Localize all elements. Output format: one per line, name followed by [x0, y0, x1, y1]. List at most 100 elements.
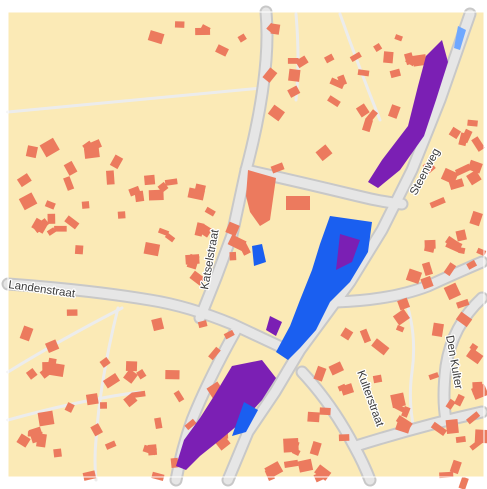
building — [338, 434, 350, 442]
building — [383, 51, 394, 64]
building — [64, 402, 75, 413]
building — [39, 137, 60, 158]
building — [223, 329, 235, 340]
building — [237, 33, 247, 43]
building — [315, 144, 333, 162]
building — [372, 374, 383, 384]
flood-patch — [266, 316, 282, 336]
building — [287, 85, 301, 98]
building — [329, 77, 345, 90]
building — [66, 309, 78, 316]
building — [373, 42, 383, 53]
building — [392, 308, 410, 326]
building — [142, 444, 157, 456]
building — [44, 200, 56, 210]
building — [157, 227, 170, 237]
building — [443, 282, 461, 301]
road-southeast — [351, 407, 487, 451]
building — [286, 196, 310, 210]
building — [349, 51, 362, 63]
building — [449, 459, 462, 475]
building — [151, 471, 165, 481]
building — [16, 433, 31, 448]
building — [431, 322, 444, 337]
building — [25, 367, 38, 380]
building — [359, 328, 372, 344]
road-landenstraat — [3, 279, 301, 359]
building — [445, 237, 463, 253]
building — [420, 275, 434, 290]
building — [422, 160, 436, 174]
building — [401, 406, 411, 418]
building — [164, 232, 176, 243]
flood-overlay — [176, 26, 466, 470]
map-border — [7, 11, 485, 478]
building — [143, 174, 156, 186]
building — [458, 476, 469, 489]
building — [387, 104, 401, 119]
building — [361, 118, 374, 133]
building — [45, 339, 60, 353]
building — [313, 365, 327, 382]
building — [64, 215, 80, 230]
building — [37, 410, 55, 427]
building — [189, 270, 206, 286]
building — [99, 402, 108, 409]
building — [123, 392, 138, 408]
building — [469, 343, 479, 352]
building — [215, 44, 229, 57]
building — [430, 421, 448, 437]
building — [453, 393, 465, 407]
building — [455, 311, 473, 328]
building — [466, 259, 478, 270]
building — [340, 327, 354, 341]
flood-pond — [252, 244, 266, 266]
building — [229, 251, 237, 261]
building — [164, 178, 178, 186]
building-complex — [246, 170, 276, 226]
building — [151, 317, 165, 332]
building — [18, 192, 38, 211]
building — [456, 298, 470, 309]
building — [267, 104, 285, 122]
building — [47, 362, 65, 378]
building — [147, 30, 165, 45]
building — [307, 411, 320, 423]
minor-road — [6, 306, 124, 374]
building — [157, 181, 169, 193]
building — [148, 189, 164, 201]
building — [328, 361, 345, 376]
building — [104, 440, 117, 450]
building — [337, 383, 347, 392]
building — [270, 162, 285, 174]
building — [194, 183, 206, 193]
building — [74, 245, 84, 255]
building — [467, 159, 483, 174]
building — [82, 470, 97, 481]
building — [90, 423, 103, 437]
building — [287, 58, 299, 64]
building — [466, 347, 484, 365]
building — [455, 436, 466, 443]
building — [264, 461, 284, 479]
building — [337, 74, 348, 87]
building — [16, 173, 32, 188]
building — [390, 392, 406, 409]
minor-road — [6, 86, 264, 114]
building — [208, 346, 221, 361]
building — [395, 418, 412, 434]
building — [46, 227, 57, 236]
building — [297, 458, 314, 473]
building — [117, 211, 126, 219]
building — [405, 268, 423, 285]
building — [295, 55, 309, 69]
building — [429, 197, 446, 209]
road-katselstraat — [195, 165, 251, 323]
building — [455, 229, 467, 242]
building — [47, 213, 56, 224]
building — [136, 368, 147, 380]
building — [404, 52, 415, 66]
building — [471, 136, 486, 152]
